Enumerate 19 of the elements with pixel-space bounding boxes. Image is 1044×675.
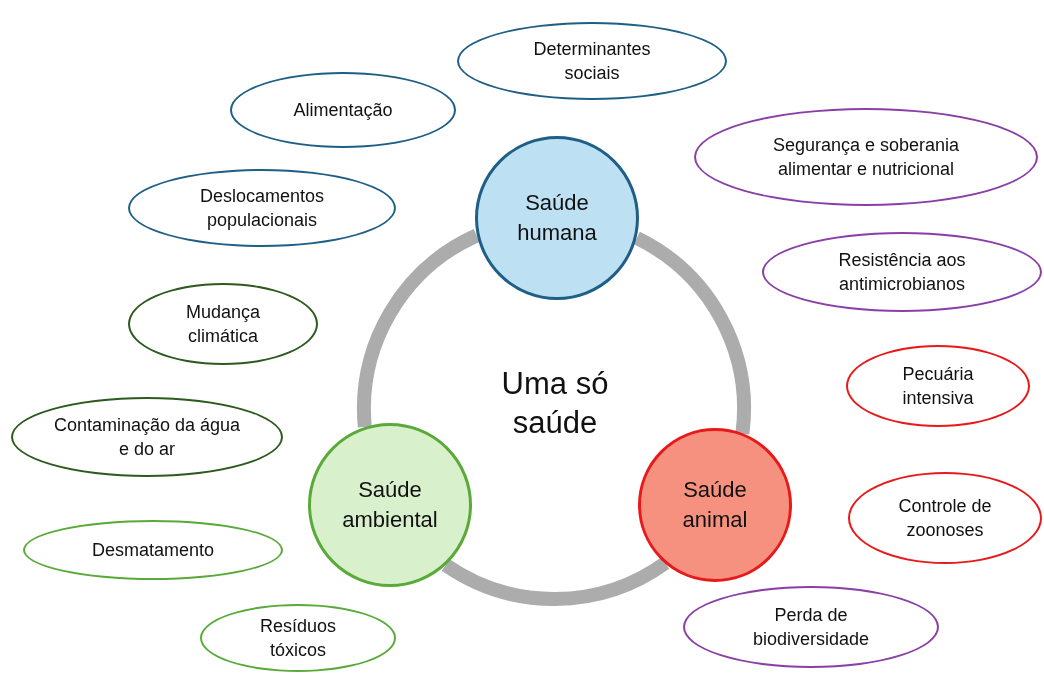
node-label: Saúde humana bbox=[516, 189, 598, 247]
node-label: Saúde ambiental bbox=[341, 476, 439, 534]
node-label: Determinantes sociais bbox=[532, 37, 652, 85]
node-label: Segurança e soberania alimentar e nutricional bbox=[771, 133, 961, 181]
node-label: Contaminação da água e do ar bbox=[52, 413, 242, 461]
center-title: Uma só saúde bbox=[500, 365, 610, 442]
node-label: Controle de zoonoses bbox=[897, 494, 993, 542]
node-label: Perda de biodiversidade bbox=[751, 603, 871, 651]
ring-segment bbox=[633, 231, 751, 435]
node-label: Alimentação bbox=[293, 98, 393, 122]
node-label: Resíduos tóxicos bbox=[258, 614, 337, 662]
node-label: Deslocamentos populacionais bbox=[198, 184, 326, 232]
ring-segment bbox=[442, 557, 669, 606]
node-label: Mudança climática bbox=[184, 300, 262, 348]
node-label: Saúde animal bbox=[681, 476, 749, 534]
node-label: Pecuária intensiva bbox=[901, 362, 975, 410]
ring-segment bbox=[357, 229, 480, 428]
node-label: Desmatamento bbox=[91, 538, 215, 562]
node-label: Resistência aos antimicrobianos bbox=[837, 248, 967, 296]
